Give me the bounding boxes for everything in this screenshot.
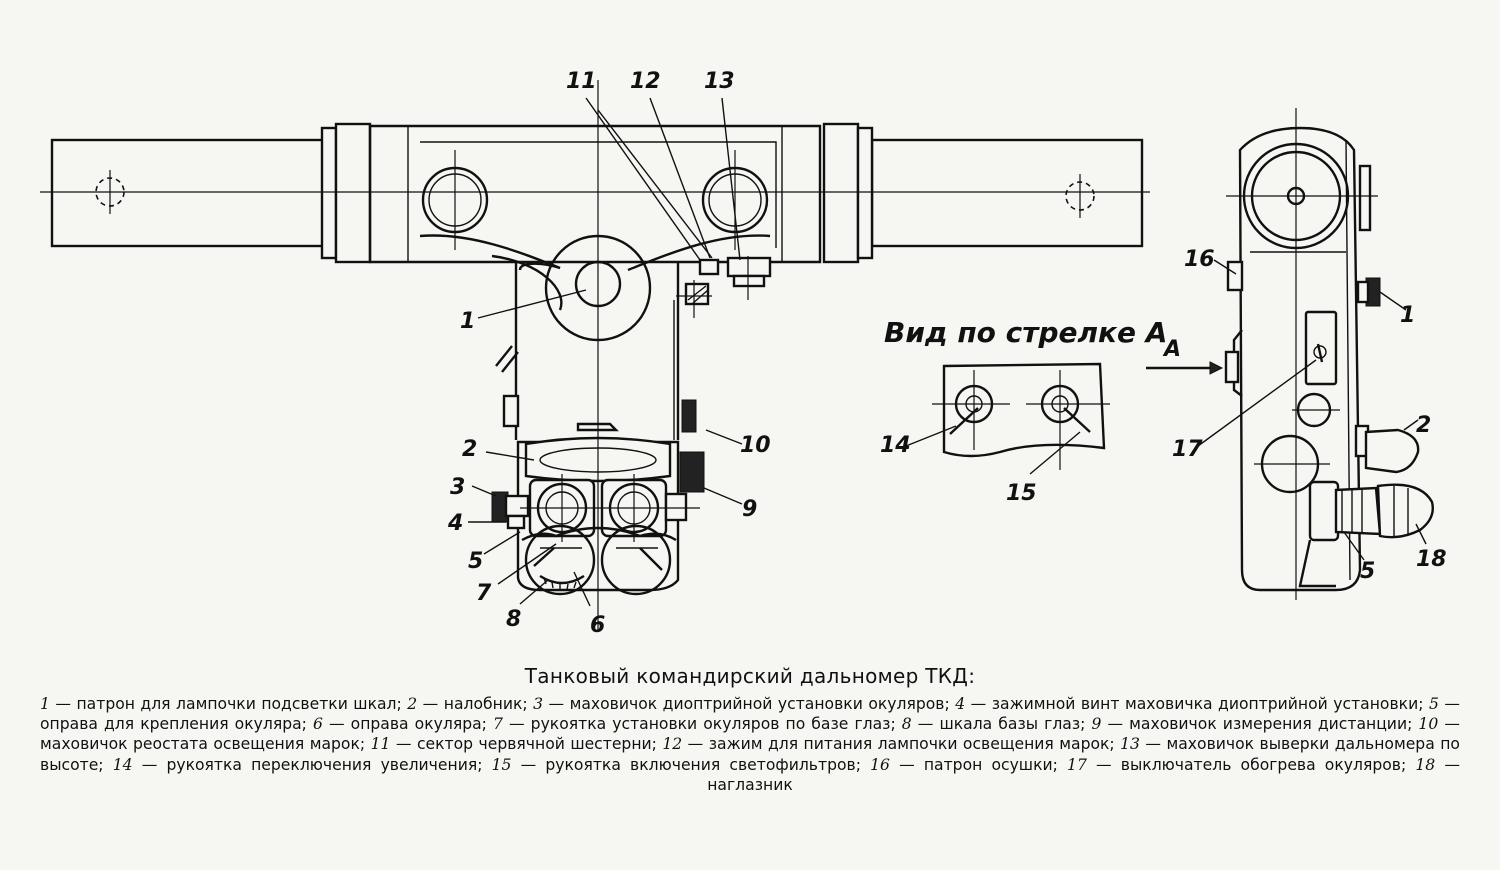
label-6: 6	[590, 613, 605, 638]
label-2: 2	[462, 437, 477, 462]
label-12: 12	[630, 69, 661, 94]
legend-text: — выключатель обогрева окуляров;	[1086, 755, 1407, 774]
legend-item: 17 — выключатель обогрева окуляров;	[1067, 756, 1406, 774]
legend-text: — шкала базы глаз;	[911, 715, 1086, 734]
legend-item: 7 — рукоятка установки окуляров по базе …	[493, 715, 896, 733]
legend-number: 1	[40, 695, 50, 713]
side-body	[1238, 126, 1362, 592]
legend-item: 5 — оправа для крепления окуляра;	[40, 695, 1460, 733]
label-1: 1	[460, 309, 475, 334]
label-9: 9	[742, 497, 757, 522]
right-tube	[870, 138, 1144, 248]
label-5: 5	[468, 549, 483, 574]
legend-item: 16 — патрон осушки;	[870, 756, 1058, 774]
label-18: 18	[1416, 547, 1447, 572]
legend-item: 3 — маховичок диоптрийной установки окул…	[533, 695, 950, 713]
label-17: 17	[1172, 437, 1203, 462]
legend-item: 1 — патрон для лампочки подсветки шкал;	[40, 695, 402, 713]
legend-text: — зажимной винт маховичка диоптрийной ус…	[965, 695, 1424, 713]
legend-item: 8 — шкала базы глаз;	[902, 715, 1086, 733]
legend-number: 3	[533, 695, 544, 713]
legend-number: 2	[407, 695, 418, 713]
legend-text: — сектор червячной шестерни;	[390, 735, 657, 754]
label-4: 4	[447, 511, 463, 536]
caption-legend: 1 — патрон для лампочки подсветки шкал; …	[40, 694, 1460, 795]
legend-text: — рукоятка переключения увеличения;	[132, 755, 483, 774]
legend-number: 5	[1428, 695, 1439, 713]
legend-number: 4	[955, 695, 966, 713]
label-7: 7	[476, 581, 492, 606]
legend-text: — налобник;	[417, 695, 528, 713]
legend-text: — маховичок диоптрийной установки окуляр…	[543, 695, 950, 713]
legend-number: 11	[370, 735, 391, 754]
legend-number: 17	[1067, 755, 1087, 774]
legend-item: 12 — зажим для питания лампочки освещени…	[662, 735, 1114, 753]
label-16: 16	[1184, 247, 1215, 272]
legend-text: — наглазник	[707, 755, 1460, 794]
legend-item: 4 — зажимной винт маховичка диоптрийной …	[955, 695, 1423, 713]
legend-text: — оправа для крепления окуляра;	[40, 695, 1460, 734]
label-15: 15	[1006, 481, 1037, 506]
legend-text: — маховичок реостата освещения марок;	[40, 715, 1460, 754]
label-3: 3	[450, 475, 465, 500]
label-10: 10	[740, 433, 771, 458]
legend-text: — рукоятка установки окуляров по базе гл…	[502, 715, 896, 734]
legend-number: 14	[112, 755, 133, 774]
label-13: 13	[704, 69, 735, 94]
view-a: Вид по стрелке А 14 15 A	[880, 316, 1224, 506]
left-tube	[50, 138, 326, 248]
legend-text: — зажим для питания лампочки освещения м…	[682, 735, 1115, 754]
label-14: 14	[880, 433, 911, 458]
rangefinder-drawing: 1 2 3 4 5 6 7 8 9 10 11 12 13 Вид по стр…	[40, 69, 1447, 638]
legend-item: 15 — рукоятка включения светофильтров;	[492, 756, 861, 774]
rheostat-knob	[681, 399, 697, 433]
legend-item: 13 — маховичок выверки дальномера по выс…	[40, 735, 1460, 773]
front-view: 1 2 3 4 5 6 7 8 9 10 11 12 13	[40, 69, 1150, 638]
legend-text: — патрон осушки;	[889, 755, 1058, 774]
legend-number: 13	[1120, 735, 1140, 754]
side-label-1: 1	[1400, 303, 1415, 328]
legend-item: 9 — маховичок измерения дистанции;	[1091, 715, 1412, 733]
legend-text: — оправа окуляра;	[322, 715, 487, 734]
side-view: 16 1 17 2 5 18	[1172, 108, 1447, 600]
view-a-panel	[942, 362, 1106, 458]
legend-number: 12	[662, 735, 683, 754]
central-housing	[368, 124, 822, 264]
legend-item: 14 — рукоятка переключения увеличения;	[113, 756, 483, 774]
legend-text: — маховичок измерения дистанции;	[1101, 715, 1413, 734]
legend-text: — рукоятка включения светофильтров;	[511, 755, 861, 774]
distance-knob	[679, 451, 705, 493]
legend-number: 9	[1091, 715, 1102, 734]
legend-item: 6 — оправа окуляра;	[313, 715, 487, 733]
legend-number: 8	[901, 715, 912, 734]
side-label-5: 5	[1360, 559, 1375, 584]
legend-number: 16	[870, 755, 890, 774]
view-a-title: Вид по стрелке А	[884, 316, 1167, 349]
legend-number: 6	[313, 715, 323, 734]
label-11: 11	[566, 69, 597, 94]
legend-item: 2 — налобник;	[407, 695, 527, 713]
legend-number: 18	[1415, 755, 1436, 774]
legend-item: 10 — маховичок реостата освещения марок;	[40, 715, 1460, 753]
legend-text: — патрон для лампочки подсветки шкал;	[49, 695, 402, 713]
label-8: 8	[506, 607, 521, 632]
legend-text: — маховичок выверки дальномера по высоте…	[40, 735, 1460, 774]
legend-item: 18 — наглазник	[707, 756, 1460, 794]
caption-title: Танковый командирский дальномер ТКД:	[524, 664, 976, 688]
legend-number: 7	[493, 715, 503, 734]
figure-caption: Танковый командирский дальномер ТКД: 1 —…	[40, 664, 1460, 795]
legend-number: 10	[1418, 715, 1439, 734]
side-label-2: 2	[1416, 413, 1431, 438]
arrow-a-label: A	[1162, 337, 1181, 362]
legend-number: 15	[491, 755, 512, 774]
legend-item: 11 — сектор червячной шестерни;	[371, 735, 657, 753]
